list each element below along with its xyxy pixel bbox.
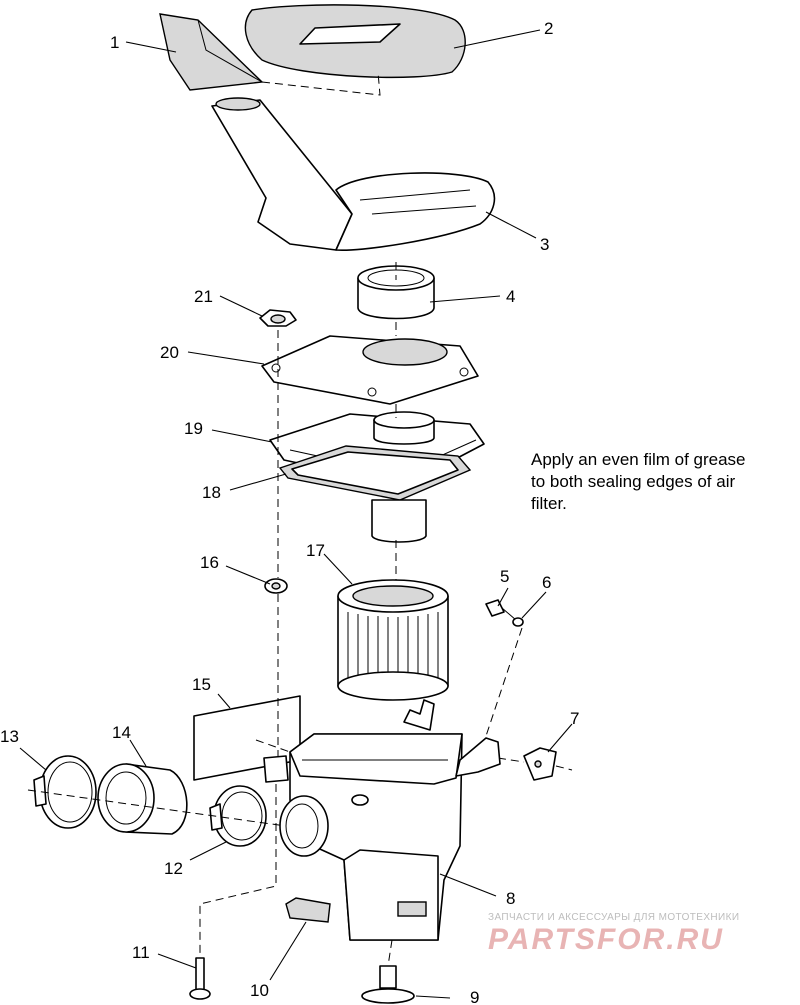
watermark-tagline: ЗАПЧАСТИ И АКСЕССУАРЫ ДЛЯ МОТОТЕХНИКИ xyxy=(488,912,740,923)
part-17-air-filter xyxy=(337,579,449,701)
assembly-line-screw xyxy=(485,627,523,737)
leader-lines xyxy=(19,29,573,999)
part-12-clamp xyxy=(209,785,267,847)
callout-14: 14 xyxy=(112,723,131,742)
callout-12: 12 xyxy=(164,859,183,878)
part-7-clip xyxy=(523,747,557,781)
part-14-intake-boot xyxy=(97,763,188,835)
callout-18: 18 xyxy=(202,483,221,502)
callout-21: 21 xyxy=(194,287,213,306)
part-3-intake-cover xyxy=(211,97,496,252)
part-10-foam-block xyxy=(285,897,331,923)
callout-17: 17 xyxy=(306,541,325,560)
callout-10: 10 xyxy=(250,981,269,1000)
watermark: ЗАПЧАСТИ И АКСЕССУАРЫ ДЛЯ МОТОТЕХНИКИ PA… xyxy=(488,912,788,957)
part-4-rubber-coupler xyxy=(357,265,435,320)
watermark-logo: PARTSFOR.RU xyxy=(488,923,724,956)
assembly-line-drain xyxy=(387,939,393,967)
callout-8: 8 xyxy=(506,889,515,908)
callout-4: 4 xyxy=(506,287,515,306)
callout-labels: 1 2 3 4 5 6 7 8 9 10 11 12 13 14 15 16 1… xyxy=(0,19,579,1005)
assembly-line-decal xyxy=(255,739,291,753)
callout-9: 9 xyxy=(470,988,479,1005)
callout-13: 13 xyxy=(0,727,19,746)
callout-7: 7 xyxy=(570,709,579,728)
note-line-3: filter. xyxy=(531,494,567,513)
callout-19: 19 xyxy=(184,419,203,438)
part-9-drain-valve xyxy=(361,965,415,1004)
callout-2: 2 xyxy=(544,19,553,38)
note-line-1: Apply an even film of grease xyxy=(531,450,746,469)
assembly-line-vertical-bolt xyxy=(199,330,279,956)
part-11-bolt xyxy=(189,957,211,1000)
callout-11: 11 xyxy=(132,943,150,962)
part-21-wing-nut xyxy=(259,309,297,327)
callout-5: 5 xyxy=(500,567,509,586)
part-6-washer xyxy=(512,617,524,627)
callout-3: 3 xyxy=(540,235,549,254)
callout-1: 1 xyxy=(110,33,119,52)
callout-6: 6 xyxy=(542,573,551,592)
part-5-screw xyxy=(485,599,517,621)
assembly-line-7 xyxy=(497,757,573,771)
part-8-airbox xyxy=(263,699,501,941)
part-16-washer xyxy=(264,578,288,594)
note-line-2: to both sealing edges of air xyxy=(531,472,736,491)
part-1-foam-prefilter xyxy=(159,13,264,91)
callout-15: 15 xyxy=(192,675,211,694)
assembly-line-boot xyxy=(27,789,301,829)
callout-20: 20 xyxy=(160,343,179,362)
part-2-foam-pad xyxy=(244,4,466,79)
part-18-gasket xyxy=(278,445,472,501)
grease-instruction-note: Apply an even film of grease to both sea… xyxy=(531,449,800,515)
part-20-cover-plate xyxy=(261,335,479,405)
assembly-line-1-2 xyxy=(261,71,381,96)
lid-outlet-tube xyxy=(371,499,427,543)
callout-16: 16 xyxy=(200,553,219,572)
part-13-clamp xyxy=(33,755,97,829)
